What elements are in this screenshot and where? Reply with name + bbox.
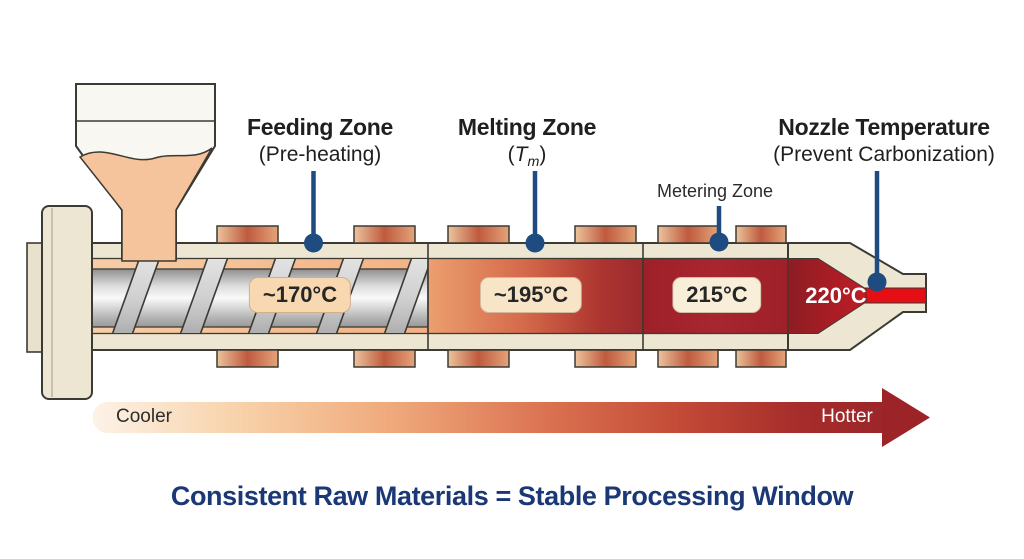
heater-band (447, 349, 510, 368)
heater-band (216, 349, 279, 368)
tm-close-paren: ) (539, 143, 547, 166)
cooler-label: Cooler (116, 406, 172, 427)
nozzle-label: Nozzle Temperature (778, 114, 990, 140)
pointer-dot-metering (709, 232, 729, 252)
temp-chip-melting: ~195°C (479, 277, 583, 313)
feeding-zone-sublabel: (Pre-heating) (258, 143, 382, 166)
hopper-material (78, 147, 213, 262)
temp-label-nozzle: 220°C (805, 283, 867, 308)
screw-flight (179, 259, 229, 333)
feeding-zone-label: Feeding Zone (247, 114, 393, 140)
temp-chip-feeding: ~170°C (248, 277, 352, 313)
tm-open-paren: ( (507, 143, 515, 166)
pointer-dot-melting (525, 233, 545, 253)
caption: Consistent Raw Materials = Stable Proces… (170, 481, 854, 511)
flow-arrow-body (92, 402, 882, 433)
nozzle-channel (857, 287, 927, 304)
pointer-dot-nozzle (867, 272, 887, 292)
pointer-dot-feeding (304, 233, 323, 253)
nozzle-sublabel: (Prevent Carbonization) (773, 143, 995, 166)
pointers (311, 171, 880, 277)
screw-flight (383, 259, 428, 333)
metering-zone-label: Metering Zone (656, 181, 774, 201)
heater-band (353, 349, 416, 368)
heater-band (735, 349, 787, 368)
melting-zone-sublabel: (Tm) (508, 143, 547, 171)
flange (41, 205, 93, 400)
heater-band (216, 225, 279, 244)
melting-zone-label: Melting Zone (457, 114, 597, 140)
tm-subscript: m (527, 154, 540, 171)
heater-band (657, 225, 719, 244)
tm-symbol: T (514, 143, 528, 166)
flow-arrow-head (882, 388, 930, 447)
temp-chip-metering: 215°C (672, 277, 762, 313)
heater-band (657, 349, 719, 368)
heater-bands-top (216, 225, 787, 244)
heater-band (447, 225, 510, 244)
nozzle-melt (787, 258, 867, 334)
screw-flight (111, 259, 161, 333)
heater-band (574, 225, 637, 244)
heater-band (574, 349, 637, 368)
heater-band (353, 225, 416, 244)
heater-bands-bottom (216, 349, 787, 368)
hotter-label: Hotter (821, 406, 873, 427)
heater-band (735, 225, 787, 244)
